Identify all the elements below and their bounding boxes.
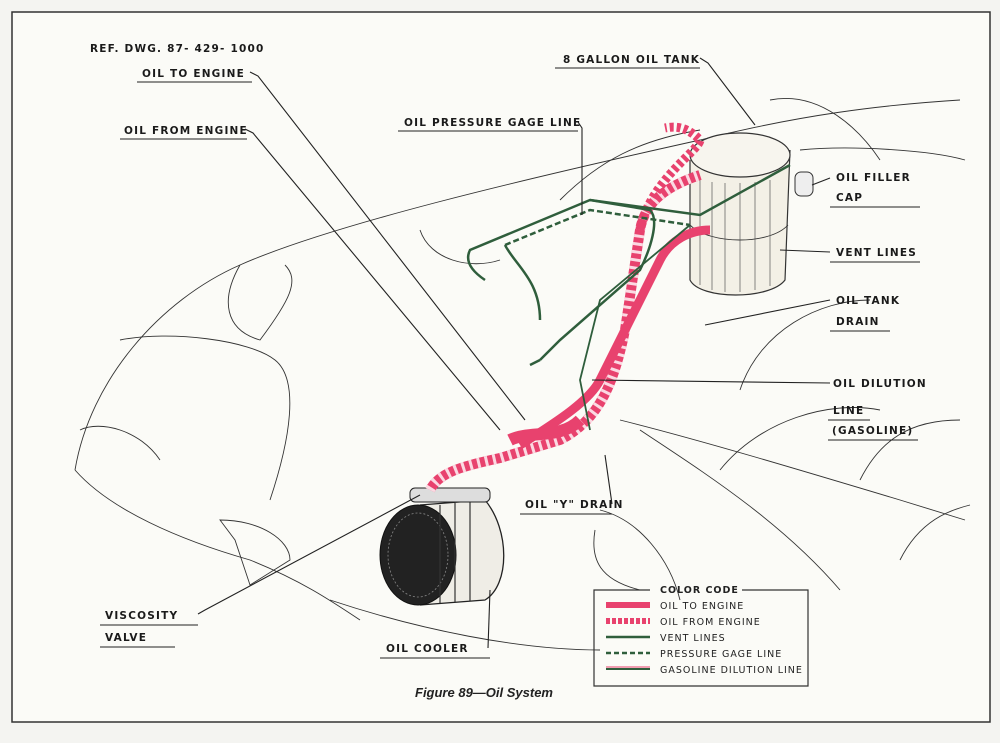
label-oil-filler-cap: CAP xyxy=(836,192,863,204)
label-8-gallon-oil-tank: 8 GALLON OIL TANK xyxy=(563,54,700,66)
label-oil-filler: OIL FILLER xyxy=(836,172,911,184)
legend-label: GASOLINE DILUTION LINE xyxy=(660,665,803,676)
page-border xyxy=(11,11,991,723)
label-oil-pressure-gage-line: OIL PRESSURE GAGE LINE xyxy=(404,117,581,129)
legend-title: COLOR CODE xyxy=(660,585,739,596)
viscosity-valve xyxy=(409,487,491,503)
leader-lines xyxy=(197,57,831,649)
oil-cooler xyxy=(379,487,505,606)
label-oil-dilution-gasoline: (GASOLINE) xyxy=(832,425,913,437)
label-viscosity-valve: VALVE xyxy=(105,632,147,644)
oil-tank xyxy=(689,132,814,296)
vent-and-gage-lines xyxy=(466,163,791,431)
legend-label: OIL FROM ENGINE xyxy=(660,617,761,628)
label-oil-cooler: OIL COOLER xyxy=(386,643,469,655)
fuselage-outline xyxy=(74,98,971,651)
label-vent-lines: VENT LINES xyxy=(836,247,917,259)
label-oil-dilution-line: LINE xyxy=(833,405,864,417)
legend-label: VENT LINES xyxy=(660,633,726,644)
legend-label: PRESSURE GAGE LINE xyxy=(660,649,782,660)
label-oil-tank-drain: DRAIN xyxy=(836,316,880,328)
legend-swatch-oil-to-engine xyxy=(606,602,650,608)
ref-drawing-number: REF. DWG. 87- 429- 1000 xyxy=(90,43,264,55)
label-viscosity: VISCOSITY xyxy=(105,610,178,622)
label-oil-y-drain: OIL "Y" DRAIN xyxy=(525,499,624,511)
oil-filler-cap xyxy=(794,171,814,197)
label-oil-tank: OIL TANK xyxy=(836,295,900,307)
label-oil-to-engine: OIL TO ENGINE xyxy=(142,68,245,80)
label-oil-from-engine: OIL FROM ENGINE xyxy=(124,125,248,137)
label-oil-dilution: OIL DILUTION xyxy=(833,378,927,390)
color-code-legend: COLOR CODE OIL TO ENGINE OIL FROM ENGINE… xyxy=(593,585,809,687)
figure-caption: Figure 89—Oil System xyxy=(415,685,553,700)
legend-label: OIL TO ENGINE xyxy=(660,601,744,612)
